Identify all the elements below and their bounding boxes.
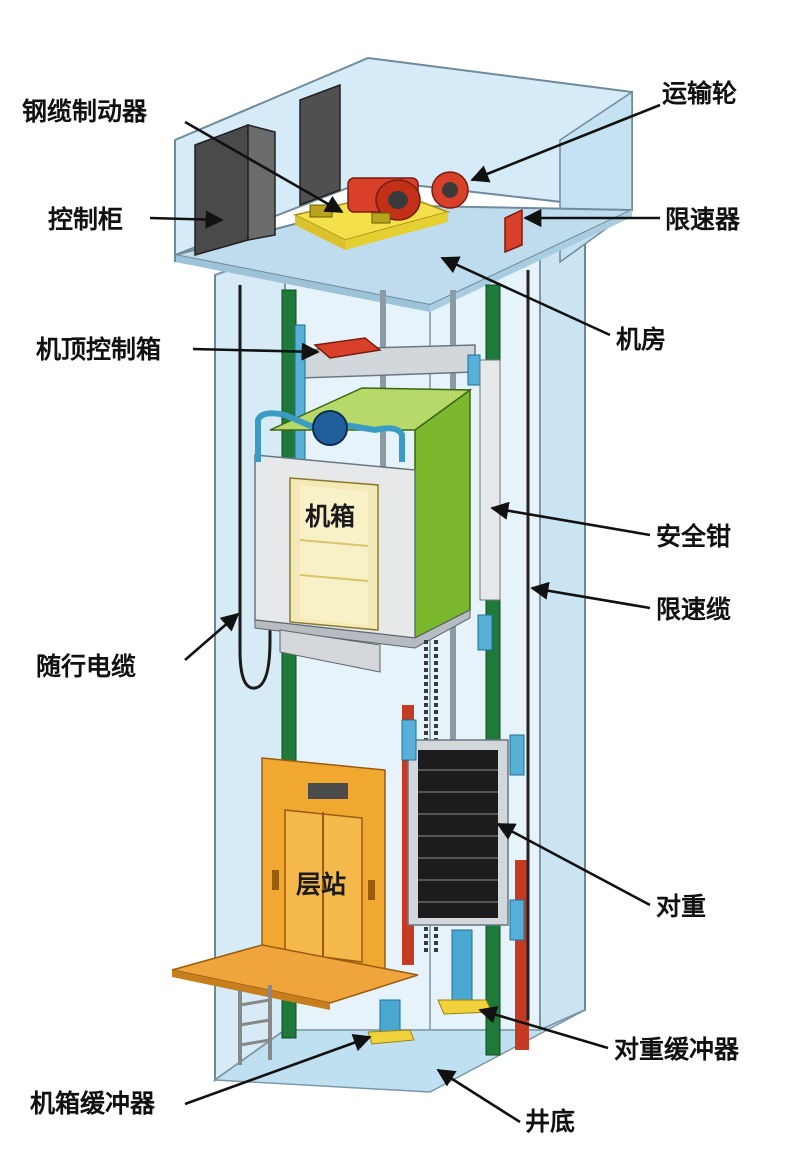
pit-ladder [238,985,272,1065]
label-counterweight: 对重 [656,892,706,921]
label-car-buffer: 机箱缓冲器 [30,1089,156,1118]
speed-limiter [504,208,523,254]
label-traveling-cable: 随行电缆 [36,652,136,681]
label-speed-limiter: 限速器 [665,205,741,234]
label-control-cabinet: 控制柜 [48,205,123,234]
label-car-top-control-box: 机顶控制箱 [36,335,161,364]
counterweight [401,719,525,941]
car-label: 机箱 [305,502,355,531]
car-buffer [367,999,415,1045]
landing-label: 层站 [296,870,346,899]
elevator-car [254,324,501,673]
traction-machine [292,171,469,250]
label-machine-room: 机房 [616,325,666,354]
label-governor-rope: 限速缆 [656,595,731,624]
label-transport-wheel: 运输轮 [662,79,737,108]
label-steel-cable-brake: 钢缆制动器 [22,97,148,126]
label-pit: 井底 [525,1107,575,1136]
machine-room [174,56,633,312]
label-counterweight-buffer: 对重缓冲器 [614,1035,740,1064]
landing [171,757,419,1010]
callout-arrows [149,103,661,1124]
label-safety-gear: 安全钳 [656,522,731,551]
traveling-cable [238,285,272,690]
